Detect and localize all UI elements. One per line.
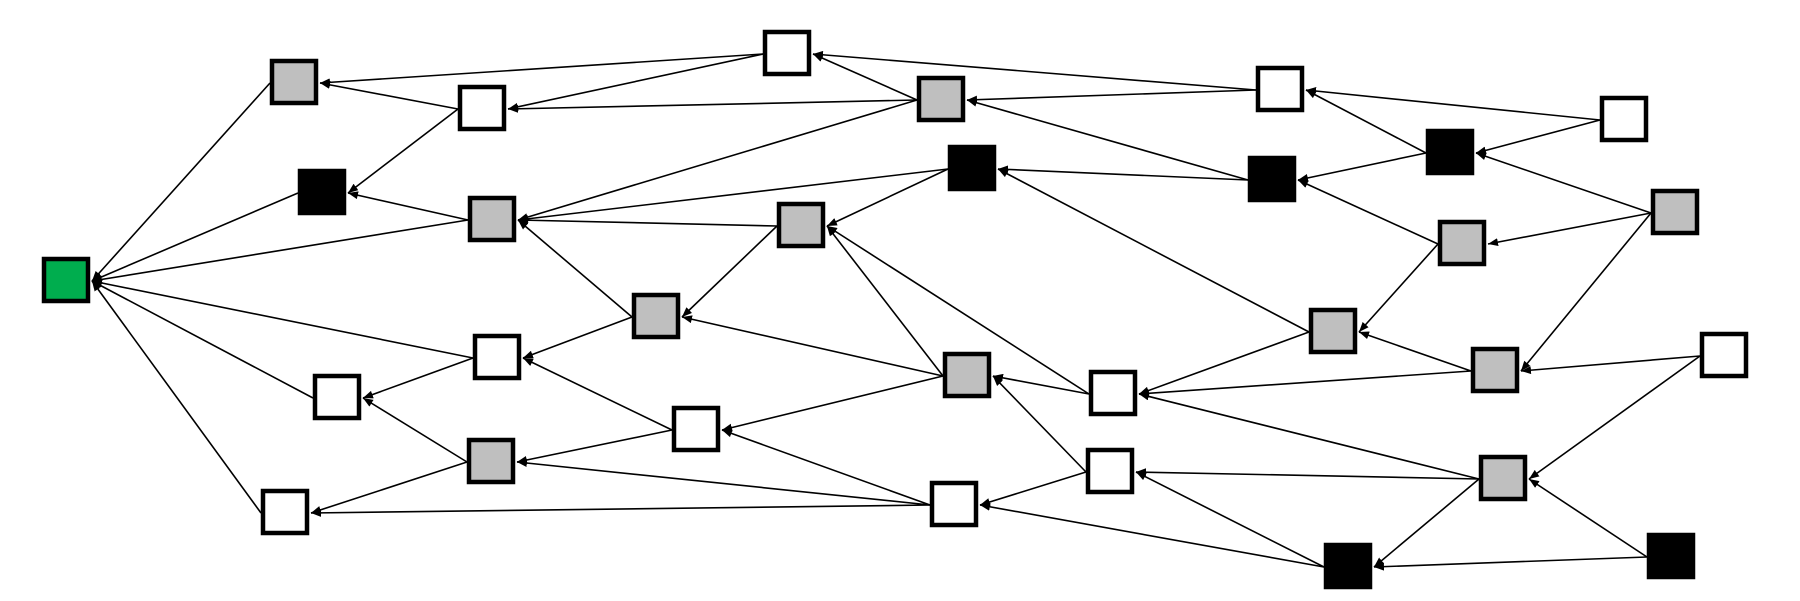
edge-X-to-Z <box>1520 212 1652 372</box>
edge-Z-to-P <box>1138 370 1472 398</box>
node-D-gray[interactable] <box>467 195 517 243</box>
node-B-white[interactable] <box>457 84 507 132</box>
edge-W-to-Y <box>1358 243 1439 333</box>
node-P-white[interactable] <box>1088 369 1138 417</box>
node-C-black[interactable] <box>297 168 347 216</box>
node-G-black[interactable] <box>947 144 997 192</box>
edge-C-to-root <box>91 192 299 282</box>
edge-U-to-S <box>1305 89 1427 154</box>
node-S-white[interactable] <box>1255 65 1305 113</box>
node-Y-gray[interactable] <box>1308 307 1358 355</box>
edge-H-to-I <box>681 225 778 318</box>
edge-Q-to-M <box>310 504 931 517</box>
node-L-gray[interactable] <box>466 437 516 485</box>
node-Z-gray[interactable] <box>1470 346 1520 394</box>
node-A-gray[interactable] <box>269 58 319 106</box>
edge-AB-to-P <box>1138 392 1480 480</box>
edge-AA-to-AB <box>1528 355 1701 480</box>
node-I-gray[interactable] <box>631 292 681 340</box>
edge-AD-to-AC <box>1373 556 1648 571</box>
edge-O-to-N <box>721 375 944 432</box>
root-node-root[interactable] <box>41 256 91 304</box>
node-Q-white[interactable] <box>929 480 979 528</box>
edge-Q-to-L <box>516 459 931 506</box>
node-M-white[interactable] <box>260 488 310 536</box>
node-AB-gray[interactable] <box>1478 454 1528 502</box>
node-X-gray[interactable] <box>1650 188 1700 236</box>
edge-E-to-A <box>319 53 764 87</box>
edge-U-to-T <box>1297 152 1427 182</box>
node-T-black[interactable] <box>1247 155 1297 203</box>
node-V-white[interactable] <box>1599 95 1649 143</box>
edge-B-to-A <box>319 80 459 110</box>
edge-I-to-D <box>517 219 633 318</box>
node-N-white[interactable] <box>671 405 721 453</box>
edge-P-to-H <box>826 225 1090 395</box>
node-O-gray[interactable] <box>942 351 992 399</box>
edges-layer <box>91 50 1701 571</box>
edge-H-to-D <box>517 216 778 227</box>
edge-G-to-H <box>826 168 949 227</box>
edge-O-to-I <box>681 315 944 377</box>
edge-W-to-T <box>1297 179 1439 245</box>
edge-V-to-U <box>1475 119 1601 155</box>
edge-N-to-L <box>516 429 673 464</box>
edge-L-to-K <box>362 397 468 463</box>
edge-S-to-F <box>966 89 1257 104</box>
edge-AA-to-Z <box>1520 355 1701 375</box>
edge-V-to-S <box>1305 87 1601 121</box>
edge-N-to-J <box>522 357 673 431</box>
edge-F-to-B <box>507 99 918 113</box>
edge-D-to-C <box>347 191 469 221</box>
edge-Y-to-G <box>997 168 1310 333</box>
edge-S-to-E <box>812 50 1257 91</box>
edge-Y-to-P <box>1138 331 1310 395</box>
edge-L-to-M <box>310 461 468 514</box>
edge-F-to-E <box>812 53 918 101</box>
node-K-white[interactable] <box>312 373 362 421</box>
edge-R-to-Q <box>979 471 1087 506</box>
node-AD-black[interactable] <box>1646 532 1696 580</box>
edge-AB-to-AC <box>1373 478 1480 568</box>
node-F-gray[interactable] <box>916 75 966 123</box>
node-U-black[interactable] <box>1425 128 1475 176</box>
edge-X-to-U <box>1475 152 1652 214</box>
edge-I-to-J <box>522 316 633 359</box>
node-W-gray[interactable] <box>1437 219 1487 267</box>
edge-K-to-root <box>91 280 314 399</box>
edge-G-to-D <box>517 168 949 223</box>
edge-R-to-O <box>992 375 1087 473</box>
edge-AD-to-AB <box>1528 478 1648 558</box>
edge-Z-to-Y <box>1358 331 1472 372</box>
node-AA-white[interactable] <box>1699 331 1749 379</box>
node-R-white[interactable] <box>1085 447 1135 495</box>
edge-E-to-B <box>507 53 764 111</box>
edge-P-to-O <box>992 373 1090 395</box>
node-AC-black[interactable] <box>1323 542 1373 590</box>
edge-J-to-K <box>362 357 474 399</box>
edge-O-to-H <box>826 225 944 377</box>
edge-M-to-root <box>91 280 262 514</box>
node-E-white[interactable] <box>762 29 812 77</box>
edge-Q-to-N <box>721 429 931 506</box>
edge-B-to-C <box>347 108 459 194</box>
edge-D-to-root <box>91 219 469 284</box>
edge-AC-to-R <box>1135 471 1325 568</box>
edge-J-to-root <box>91 279 474 359</box>
edge-A-to-root <box>91 82 271 282</box>
edge-AC-to-Q <box>979 502 1325 568</box>
nodes-layer <box>41 29 1749 590</box>
edge-T-to-F <box>966 98 1249 181</box>
edge-AB-to-R <box>1135 468 1480 480</box>
edge-T-to-G <box>997 165 1249 181</box>
node-H-gray[interactable] <box>776 201 826 249</box>
edge-F-to-D <box>517 99 918 221</box>
node-J-white[interactable] <box>472 333 522 381</box>
edge-X-to-W <box>1487 212 1652 247</box>
